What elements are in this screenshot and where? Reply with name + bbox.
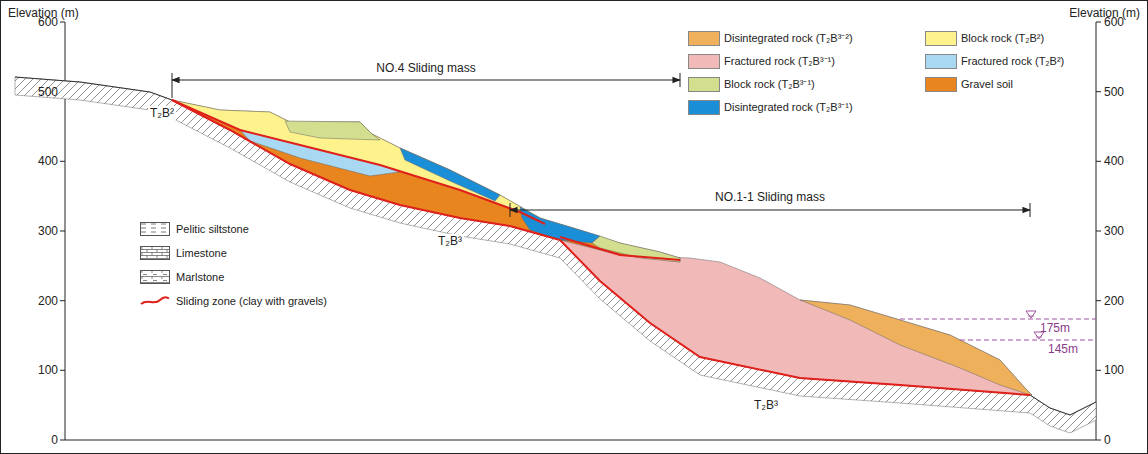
block-rock-layer [172,100,545,224]
axis-tick [1096,161,1101,162]
axis-label: 100 [38,363,58,377]
block-rock-layer [285,121,380,140]
axis-tick [1096,231,1101,232]
fractured-rock-layer [510,226,1032,395]
bedrock-band [15,77,1096,433]
axis-label: 300 [1104,224,1124,238]
axis-tick [1096,300,1101,301]
extent-tick [510,203,511,217]
sliding-zone [510,226,1030,395]
axis-label: 400 [38,154,58,168]
water-symbol [1028,316,1034,317]
axis-label: 500 [38,85,58,99]
axis-tick [60,300,65,301]
sliding-zone [560,237,680,260]
axis-tick [60,22,65,23]
legend-symbol [140,294,170,308]
axis-label: 500 [1104,85,1124,99]
water-symbol [1026,311,1036,318]
water-level-label: 145m [1048,342,1078,356]
axis-label: 100 [1104,363,1124,377]
mass-label: NO.1-1 Sliding mass [715,190,825,204]
axis-label: 200 [38,294,58,308]
axis-tick [60,161,65,162]
legend-text: Block rock (T₂B²) [961,31,1044,45]
axis-label: 300 [38,224,58,238]
gravel-soil-layer [172,100,680,262]
legend-text: Fractured rock (T₂B³⁻¹) [724,54,835,68]
legend-text: Gravel soil [961,77,1013,91]
formation-label: T₂B² [148,106,176,120]
legend-swatch [688,100,720,115]
extent-arrow [510,209,1030,210]
axis-tick [60,231,65,232]
legend-swatch [688,77,720,92]
axis-label: 600 [1104,15,1124,29]
sliding-zone [172,100,545,224]
legend-text: Block rock (T₂B³⁻¹) [724,77,815,91]
legend-text: Fractured rock (T₂B²) [961,54,1064,68]
legend-symbol [140,270,170,284]
legend-text: Disintegrated rock (T₂B³⁻²) [724,31,853,45]
axis-tick [1096,91,1101,92]
legend-text: Pelitic siltstone [176,222,249,236]
axis-tick [1096,440,1101,441]
axis-tick [1096,22,1101,23]
water-symbol [1036,337,1042,338]
extent-tick [680,73,681,87]
legend-swatch [925,54,957,69]
axis-label: 0 [51,433,58,447]
axis-tick [1096,370,1101,371]
water-level [960,340,1096,341]
axis-label: 0 [1104,433,1111,447]
extent-arrow [172,79,680,80]
legend-swatch [688,31,720,46]
legend-text: Limestone [176,246,227,260]
axis-tick [60,440,65,441]
ground-line [15,77,1096,415]
water-level-label: 175m [1040,321,1070,335]
mass-label: NO.4 Sliding mass [376,61,475,75]
legend-text: Sliding zone (clay with gravels) [176,294,327,308]
axis-tick [60,370,65,371]
axis-label: 600 [38,15,58,29]
extent-tick [172,73,173,98]
extent-tick [1030,203,1031,217]
legend-symbol [140,222,170,236]
legend-swatch [925,31,957,46]
formation-label: T₂B³ [752,398,780,412]
water-level [900,319,1096,320]
legend-text: Marlstone [176,270,224,284]
axis-line [65,22,1096,440]
axis-label: 400 [1104,154,1124,168]
formation-label: T₂B³ [436,234,464,248]
legend-text: Disintegrated rock (T₂B³⁻¹) [724,100,853,114]
legend-symbol [140,246,170,260]
sliding-zone [172,100,510,226]
legend-swatch [688,54,720,69]
disintegrated-rock-layer [400,148,500,201]
legend-swatch [925,77,957,92]
axis-label: 200 [1104,294,1124,308]
